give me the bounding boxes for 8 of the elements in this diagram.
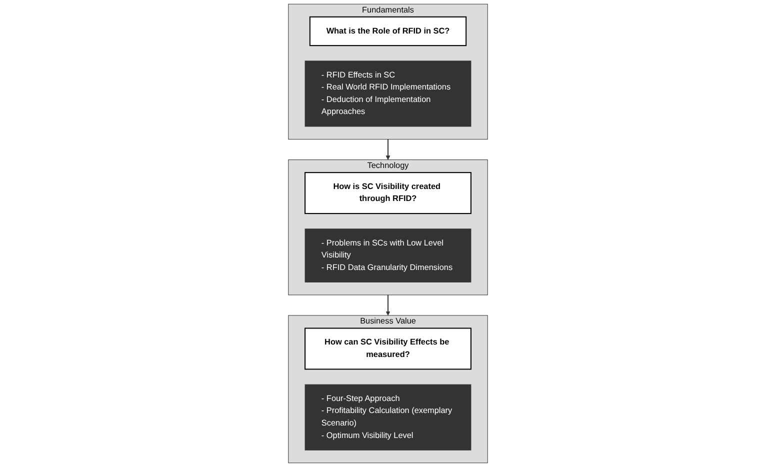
node-box: - Four-Step Approach - Profitability Calculation (exemplary Scenario) - Optimum Visibility Level (304, 384, 472, 450)
arrow (386, 139, 390, 160)
arrow (386, 294, 390, 316)
node-box: How can SC Visibility Effects be measured? (304, 328, 472, 370)
node-box: How is SC Visibility created through RFID? (304, 172, 472, 214)
node-box: - Problems in SCs with Low Level Visibility - RFID Data Granularity Dimensions (304, 228, 472, 282)
node-box: What is the Role of RFID in SC? (309, 16, 467, 46)
node-box: - RFID Effects in SC - Real World RFID Implementations - Deduction of Implementation Approaches (304, 60, 472, 127)
